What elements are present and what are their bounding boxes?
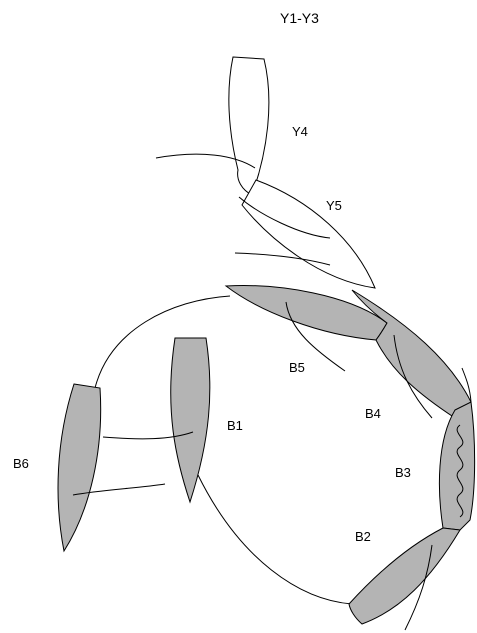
boat-b4-hull — [352, 290, 471, 418]
boat-b1-hull — [171, 338, 210, 502]
label-b1: B1 — [227, 418, 243, 433]
boat-y4 — [156, 57, 269, 195]
boat-b3 — [439, 402, 474, 530]
label-b3: B3 — [395, 465, 411, 480]
label-b2: B2 — [355, 529, 371, 544]
boat-b3-hull — [439, 402, 474, 530]
label-y1-y3: Y1-Y3 — [280, 10, 319, 26]
boat-y5 — [235, 180, 375, 288]
label-b6: B6 — [13, 456, 29, 471]
boat-b1 — [103, 338, 210, 502]
boat-b6-hull — [58, 384, 101, 551]
boat-b6 — [58, 384, 165, 551]
label-y4: Y4 — [292, 124, 308, 139]
boat-y4-hull — [229, 57, 269, 195]
label-y5: Y5 — [326, 198, 342, 213]
boat-b5-hull — [226, 286, 387, 340]
loop-line-b1-b2 — [198, 475, 352, 604]
boat-b4 — [352, 290, 471, 418]
label-b4: B4 — [365, 406, 381, 421]
label-b5: B5 — [289, 360, 305, 375]
